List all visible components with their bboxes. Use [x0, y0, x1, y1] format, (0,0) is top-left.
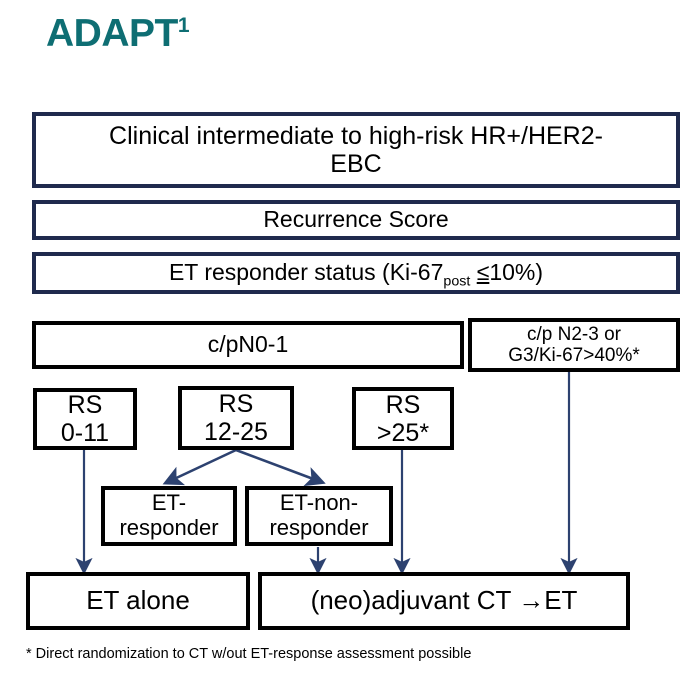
box-et-responder-status-text: ET responder status (Ki-67post ≤10%) — [168, 259, 544, 290]
box-cpn0-1: c/pN0-1 — [32, 321, 464, 369]
box-treatment-et-alone-text: ET alone — [86, 585, 190, 616]
box-et-non-responder: ET-non- responder — [245, 486, 393, 546]
box-rs-12-25: RS 12-25 — [178, 386, 294, 450]
box-cpn2-3-or-g3: c/p N2-3 or G3/Ki-67>40%* — [468, 318, 680, 372]
box-treatment-neoadjuvant-ct-et-text: (neo)adjuvant CT →ET — [310, 585, 578, 616]
box-recurrence-score: Recurrence Score — [32, 200, 680, 240]
box-rs-greater-than-25-line2: >25* — [376, 418, 430, 447]
box-et-responder-line1: ET- — [151, 490, 187, 516]
box-cpn2-3-line2: G3/Ki-67>40%* — [508, 345, 640, 366]
box-recurrence-score-text: Recurrence Score — [263, 206, 449, 233]
box-cpn2-3-line1: c/p N2-3 or — [527, 323, 621, 345]
box-rs-0-11-line1: RS — [67, 391, 103, 419]
box-et-responder-line2: responder — [119, 515, 219, 540]
box-et-non-responder-line2: responder — [269, 515, 369, 540]
box-et-non-responder-line1: ET-non- — [279, 490, 359, 516]
box-treatment-et-alone: ET alone — [26, 572, 250, 630]
box-eligibility-criteria: Clinical intermediate to high-risk HR+/H… — [32, 112, 680, 188]
box-rs-0-11-line2: 0-11 — [60, 419, 110, 447]
box-rs-12-25-line2: 12-25 — [204, 418, 268, 446]
page-title-text: ADAPT — [46, 12, 178, 55]
page-title-superscript: 1 — [177, 14, 190, 37]
box-rs-12-25-line1: RS — [218, 390, 254, 418]
page-title: ADAPT1 — [46, 12, 190, 55]
arrow-rs-12-25-to-et-non-responder — [235, 448, 326, 487]
ki67-post-subscript: post — [443, 273, 471, 290]
box-et-responder: ET- responder — [101, 486, 237, 546]
less-or-equal-symbol: ≤ — [476, 259, 490, 286]
footnote: * Direct randomization to CT w/out ET-re… — [26, 646, 472, 662]
box-treatment-neoadjuvant-ct-et: (neo)adjuvant CT →ET — [258, 572, 630, 630]
box-et-responder-status: ET responder status (Ki-67post ≤10%) — [32, 252, 680, 294]
box-eligibility-text: Clinical intermediate to high-risk HR+/H… — [109, 122, 603, 178]
box-cpn0-1-text: c/pN0-1 — [207, 331, 289, 358]
box-rs-0-11: RS 0-11 — [33, 388, 137, 450]
box-rs-greater-than-25-line1: RS — [385, 390, 421, 419]
box-rs-greater-than-25: RS >25* — [352, 387, 454, 450]
arrow-rs-12-25-to-et-responder — [162, 448, 237, 486]
